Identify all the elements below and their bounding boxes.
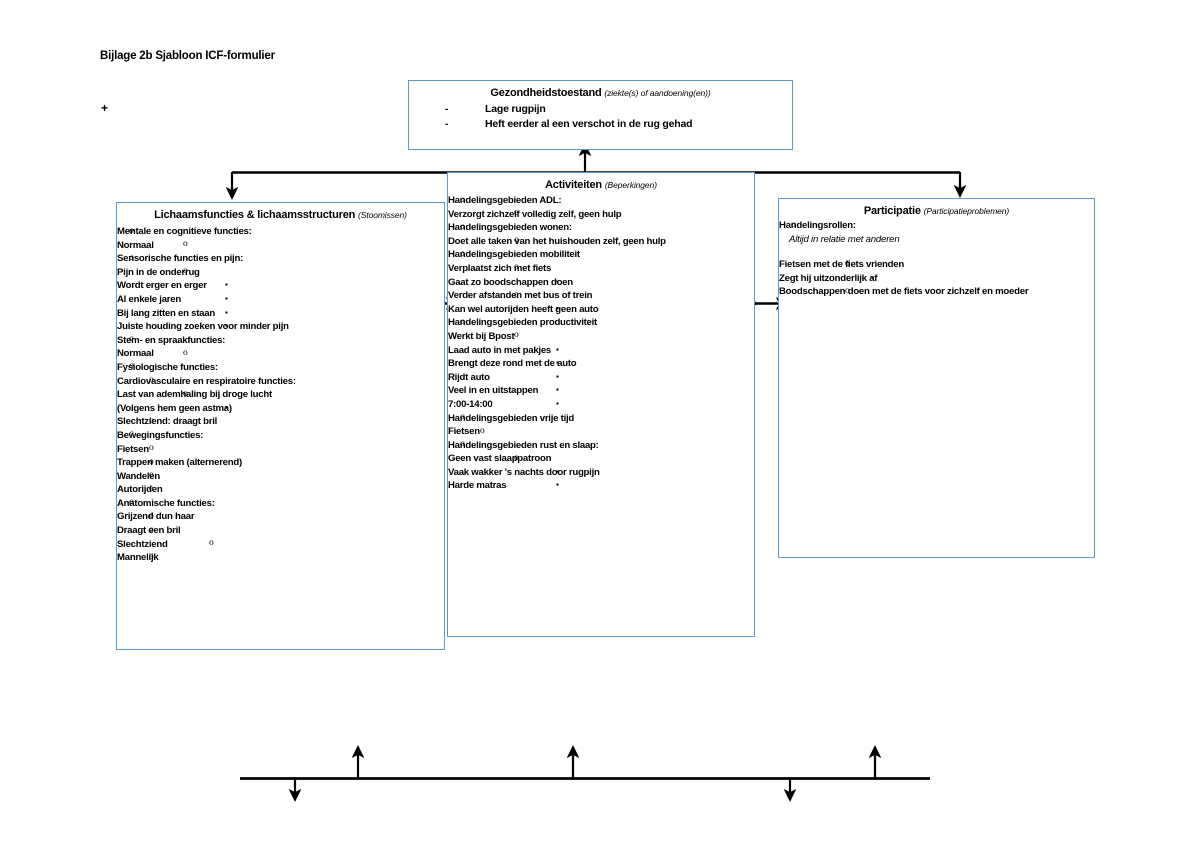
list-item: Fietsen [117, 442, 444, 457]
list-item: Wordt erger en erger [117, 278, 444, 293]
list-item: Handelingsgebieden vrije tijd [448, 411, 754, 426]
list-item: Werkt bij Bpost [448, 329, 754, 344]
list-item: Sensorische functies en pijn: [117, 252, 444, 266]
list-item: Normaal [117, 347, 444, 361]
list-item: Verzorgt zichzelf volledig zelf, geen hu… [448, 207, 754, 222]
list-item: Stem- en spraakfuncties: [117, 333, 444, 348]
list-item: Vaak wakker 's nachts door rugpijn [448, 465, 754, 480]
activities-box[interactable]: Activiteiten (Beperkingen) Handelingsgeb… [447, 172, 755, 637]
list-item: Laad auto in met pakjes [448, 343, 754, 358]
list-item: Bewegingsfuncties: [117, 428, 444, 443]
list-item: Autorijden [117, 483, 444, 497]
list-item: Trappen maken (alternerend) [117, 456, 444, 470]
list-item: Lage rugpijn [409, 102, 792, 117]
list-item: Juiste houding zoeken voor minder pijn [117, 319, 444, 334]
list-item: Gaat zo boodschappen doen [448, 275, 754, 290]
participation-box[interactable]: Participatie (Participatieproblemen) Han… [778, 198, 1095, 558]
list-item: Anatomische functies: [117, 496, 444, 511]
participation-title: Participatie (Participatieproblemen) [779, 199, 1094, 218]
list-item: Fysiologische functies: [117, 360, 444, 375]
list-item: Harde matras [448, 478, 754, 493]
list-item: Normaal [117, 238, 444, 253]
body-functions-title-main: Lichaamsfuncties & lichaamsstructuren [154, 209, 356, 221]
activities-title: Activiteiten (Beperkingen) [448, 173, 754, 192]
list-item: Handelingsgebieden ADL: [448, 194, 754, 208]
list-item: Handelingsrollen: [779, 219, 1094, 233]
health-condition-title: Gezondheidstoestand (ziekte(s) of aandoe… [409, 81, 792, 100]
list-item: Handelingsgebieden wonen: [448, 221, 754, 235]
participation-title-main: Participatie [863, 205, 921, 217]
list-item: Slechtziend: draagt bril [117, 415, 444, 429]
list-item: 7:00-14:00 [448, 397, 754, 412]
participation-note: Altijd in relatie met anderen [789, 233, 900, 245]
list-item: Cardiovasculaire en respiratoire functie… [117, 374, 444, 389]
list-item: Verder afstanden met bus of trein [448, 289, 754, 303]
list-item: Mentale en cognitieve functies: [117, 225, 444, 239]
list-item: Handelingsgebieden productiviteit [448, 316, 754, 330]
list-item: Verplaatst zich met fiets [448, 261, 754, 276]
list-item: Mannelijk [117, 551, 444, 565]
health-condition-box[interactable]: Gezondheidstoestand (ziekte(s) of aandoe… [408, 80, 793, 150]
activities-title-main: Activiteiten [545, 179, 602, 191]
activities-list: Handelingsgebieden ADL:Verzorgt zichzelf… [448, 194, 754, 493]
list-item: Al enkele jaren [117, 292, 444, 307]
list-item: Draagt een bril [117, 524, 444, 538]
plus-marker: + [101, 101, 109, 115]
list-item: Boodschappen doen met de fiets voor zich… [779, 285, 1094, 299]
list-item: Wandelen [117, 469, 444, 484]
list-item: Brengt deze rond met de auto [448, 356, 754, 371]
list-item: Zegt hij uitzonderlijk af [779, 271, 1094, 286]
spacer [779, 246, 1094, 257]
list-item: Fietsen [448, 425, 754, 439]
list-item: Fietsen met de fiets vrienden [779, 258, 1094, 272]
list-item: Veel in en uitstappen [448, 383, 754, 398]
list-item: Slechtziend [117, 537, 444, 552]
body-functions-box[interactable]: Lichaamsfuncties & lichaamsstructuren (S… [116, 202, 445, 650]
activities-subtitle: (Beperkingen) [604, 180, 657, 190]
list-item: Doet alle taken van het huishouden zelf,… [448, 234, 754, 249]
health-condition-title-main: Gezondheidstoestand [490, 87, 602, 99]
list-item: Grijzend dun haar [117, 510, 444, 524]
list-item: Rijdt auto [448, 370, 754, 385]
list-item: Kan wel autorijden heeft geen auto [448, 302, 754, 317]
participation-lead-list: Handelingsrollen: [779, 219, 1094, 233]
body-functions-subtitle: (Stoomissen) [358, 210, 407, 220]
list-item: Handelingsgebieden rust en slaap: [448, 438, 754, 453]
list-item: (Volgens hem geen astma) [117, 401, 444, 416]
list-item: Bij lang zitten en staan [117, 306, 444, 321]
list-item: Pijn in de onderrug [117, 265, 444, 280]
list-item: Last van ademhaling bij droge lucht [117, 388, 444, 402]
list-item: Handelingsgebieden mobiliteit [448, 248, 754, 262]
body-functions-title: Lichaamsfuncties & lichaamsstructuren (S… [117, 203, 444, 222]
participation-subtitle: (Participatieproblemen) [923, 206, 1010, 216]
page-title: Bijlage 2b Sjabloon ICF-formulier [100, 50, 275, 62]
list-item: Heft eerder al een verschot in de rug ge… [409, 117, 792, 132]
participation-list: Fietsen met de fiets vriendenZegt hij ui… [779, 258, 1094, 299]
list-item: Geen vast slaappatroon [448, 452, 754, 466]
body-functions-list: Mentale en cognitieve functies:NormaalSe… [117, 225, 444, 565]
health-condition-list: Lage rugpijn Heft eerder al een verschot… [409, 102, 792, 132]
health-condition-subtitle: (ziekte(s) of aandoening(en)) [604, 88, 711, 98]
